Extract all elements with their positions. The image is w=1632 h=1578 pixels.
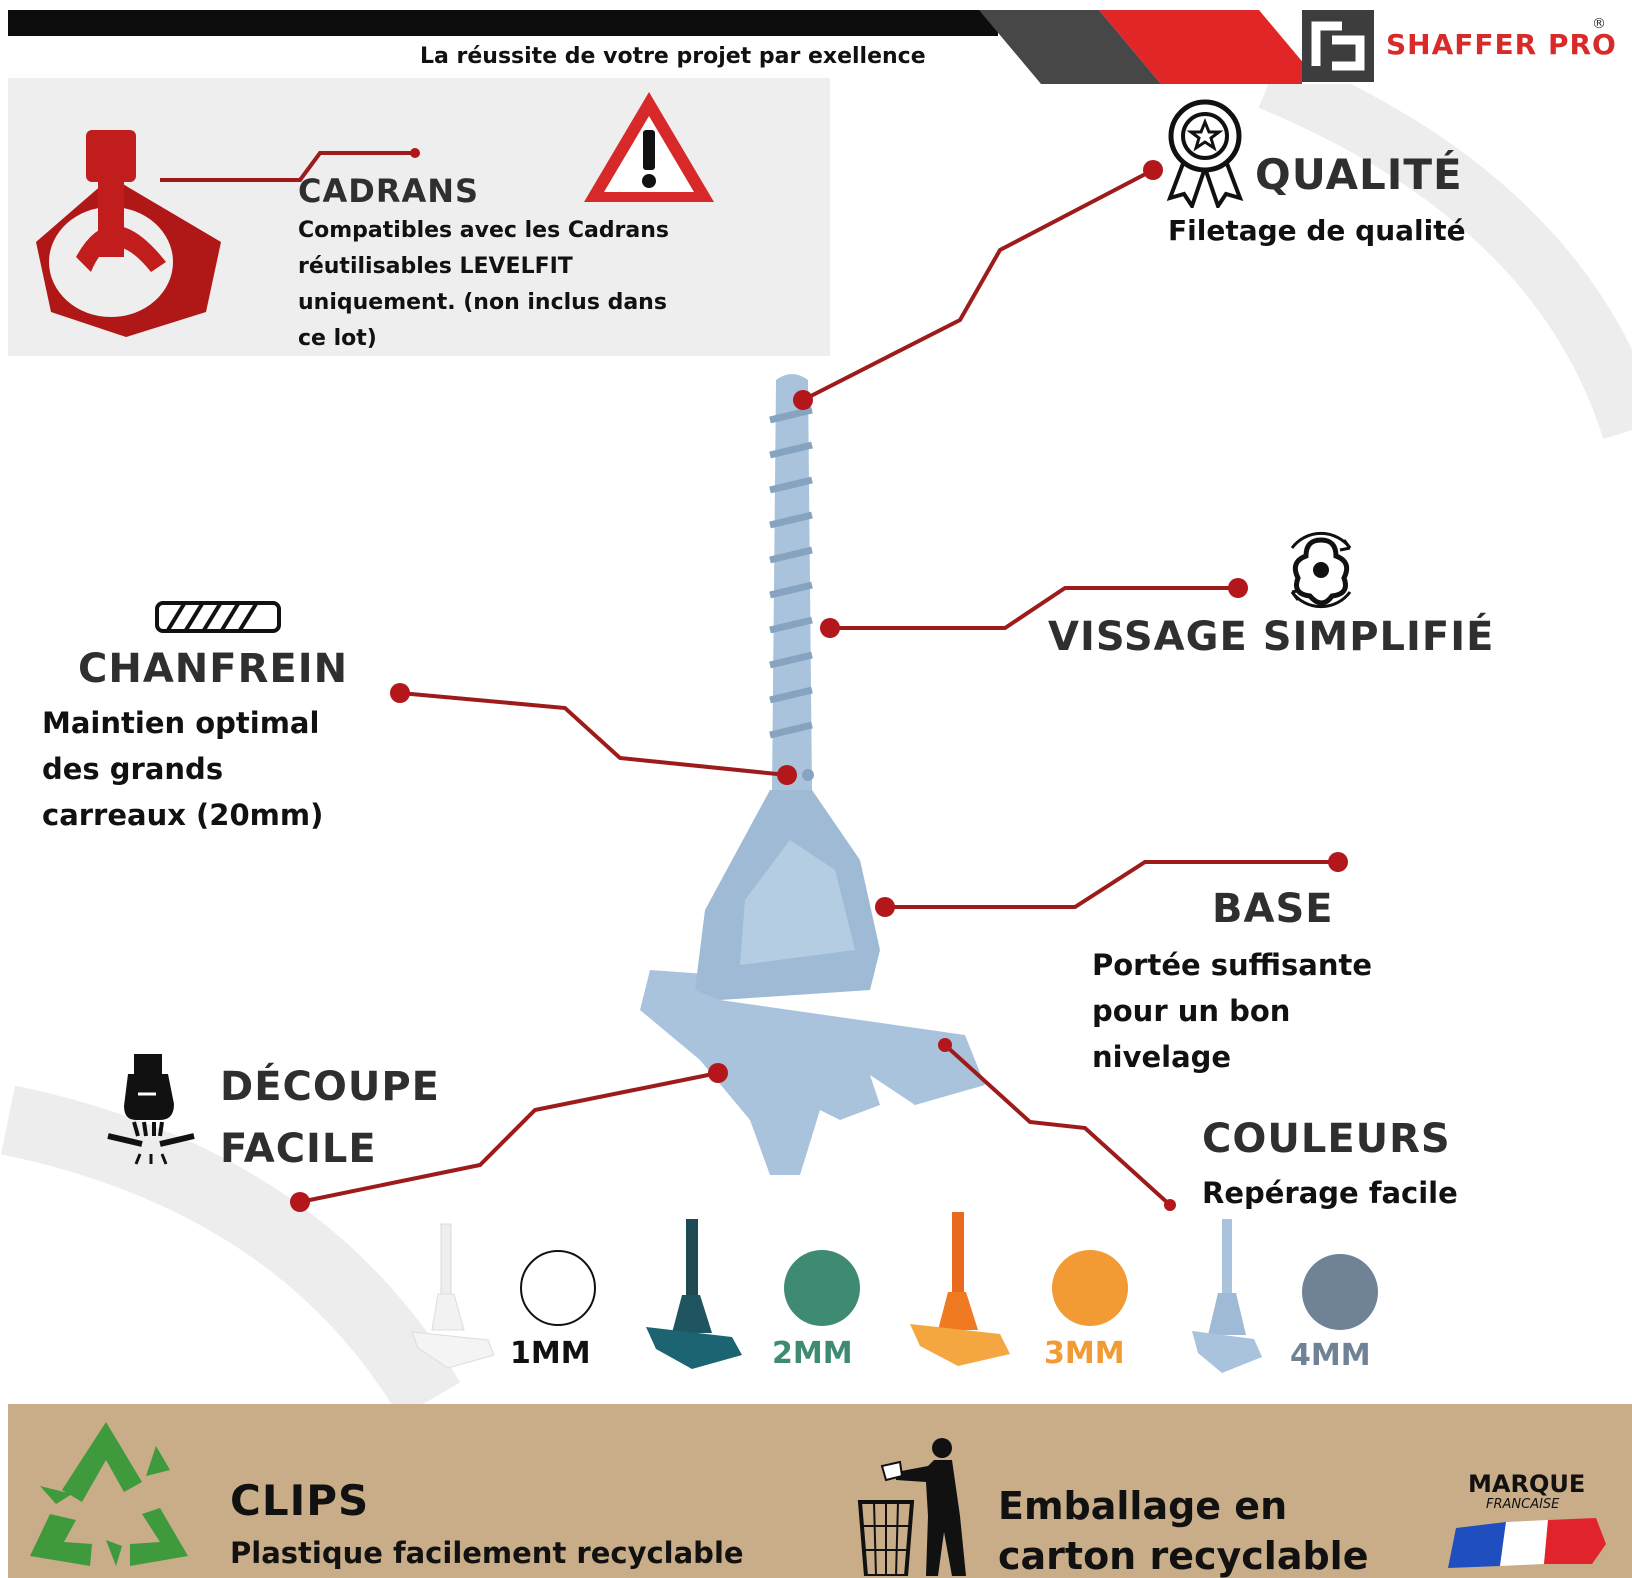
- base-desc-line-3: nivelage: [1092, 1040, 1232, 1074]
- francaise-label: FRANCAISE: [1486, 1497, 1560, 1512]
- base-title: BASE: [1212, 886, 1334, 932]
- qualite-subtitle: Filetage de qualité: [1168, 214, 1466, 247]
- chanfrein-desc-line-1: Maintien optimal: [42, 706, 320, 740]
- chamfer-icon: [155, 601, 281, 633]
- size-dot-1mm: [520, 1250, 596, 1326]
- french-flag-icon: [1448, 1518, 1606, 1568]
- size-dot-4mm: [1302, 1254, 1378, 1330]
- size-clip-2mm: [646, 1219, 742, 1369]
- footer-band: [8, 1404, 1632, 1578]
- registered-mark: ®: [1592, 16, 1606, 32]
- size-clip-1mm: [411, 1223, 495, 1369]
- size-dot-3mm: [1052, 1250, 1128, 1326]
- decoupe-title-line-2: FACILE: [220, 1126, 377, 1172]
- chanfrein-title: CHANFREIN: [78, 646, 349, 692]
- size-label-1mm: 1MM: [510, 1336, 591, 1371]
- vissage-title: VISSAGE SIMPLIFIÉ: [1048, 614, 1495, 660]
- footer-packaging-line-1: Emballage en: [998, 1484, 1288, 1528]
- shaffer-logo-icon: [1302, 10, 1374, 82]
- cadrans-desc-line-4: ce lot): [298, 326, 377, 351]
- couleurs-subtitle: Repérage facile: [1202, 1176, 1458, 1210]
- cadrans-desc-line-1: Compatibles avec les Cadrans: [298, 218, 670, 243]
- recycle-icon: [30, 1422, 188, 1566]
- rotation-flower-icon: [1290, 531, 1352, 609]
- couleurs-title: COULEURS: [1202, 1116, 1451, 1162]
- footer-packaging-line-2: carton recyclable: [998, 1534, 1369, 1578]
- cadrans-desc-line-2: réutilisables LEVELFIT: [298, 254, 573, 279]
- size-clip-3mm: [910, 1212, 1010, 1366]
- qualite-title: QUALITÉ: [1255, 150, 1463, 199]
- snap-cut-icon: [107, 1054, 195, 1165]
- marque-label: MARQUE: [1468, 1470, 1586, 1498]
- base-desc-line-1: Portée suffisante: [1092, 948, 1373, 982]
- decoupe-title-line-1: DÉCOUPE: [220, 1064, 441, 1110]
- header-bar: [8, 10, 998, 36]
- base-desc-line-2: pour un bon: [1092, 994, 1291, 1028]
- award-ribbon-icon: [1166, 99, 1244, 208]
- footer-clips-title: CLIPS: [230, 1476, 370, 1525]
- brand-name: SHAFFER PRO: [1386, 28, 1617, 61]
- warning-icon: [584, 92, 714, 202]
- chanfrein-desc-line-3: carreaux (20mm): [42, 798, 324, 832]
- cadrans-title: CADRANS: [298, 172, 480, 210]
- size-dot-1mm-fill: [520, 1250, 596, 1326]
- header-tagline: La réussite de votre projet par exellenc…: [420, 44, 926, 69]
- size-label-4mm: 4MM: [1290, 1338, 1371, 1373]
- size-label-2mm: 2MM: [772, 1336, 853, 1371]
- cadrans-desc-line-3: uniquement. (non inclus dans: [298, 290, 667, 315]
- red-dial-icon: [36, 130, 221, 337]
- size-dot-2mm: [784, 1250, 860, 1326]
- chanfrein-desc-line-2: des grands: [42, 752, 224, 786]
- size-clip-4mm: [1192, 1219, 1262, 1373]
- footer-clips-desc: Plastique facilement recyclable: [230, 1536, 744, 1570]
- trash-bin-person-icon: [857, 1438, 966, 1576]
- size-label-3mm: 3MM: [1044, 1336, 1125, 1371]
